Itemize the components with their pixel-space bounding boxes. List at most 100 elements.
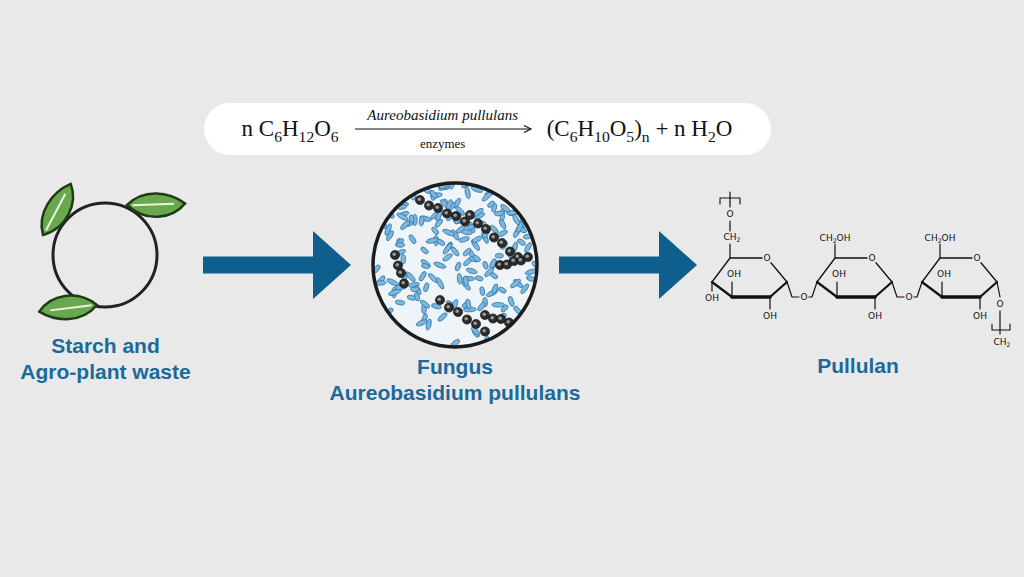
chlamydospore	[481, 224, 490, 233]
atom-label: O	[762, 254, 771, 263]
atom-label: O	[904, 293, 913, 302]
yeast-cell	[419, 216, 425, 226]
yeast-cell	[492, 302, 505, 307]
spore-core	[511, 258, 515, 262]
chlamydospore	[462, 315, 471, 324]
bond	[980, 282, 997, 297]
spore-core	[490, 316, 494, 320]
yeast-cell	[418, 271, 427, 283]
atom-label: OH	[936, 270, 952, 279]
atom-label: CH2OH	[819, 234, 852, 243]
yeast-cell	[465, 299, 471, 310]
spore-core	[437, 297, 441, 301]
spore-core	[504, 262, 508, 266]
spore-core	[392, 252, 396, 256]
spore-core	[462, 219, 466, 223]
chlamydospore	[451, 211, 460, 220]
chlamydospore	[471, 319, 480, 328]
yeast-cell	[429, 189, 438, 199]
yeast-cell	[475, 275, 484, 282]
bond	[922, 282, 942, 297]
chlamydospore	[424, 201, 433, 210]
spore-core	[507, 249, 511, 253]
yeast-cell	[489, 271, 498, 279]
spore-core	[525, 254, 529, 258]
chlamydospore	[396, 268, 405, 277]
chlamydospore	[480, 327, 489, 336]
chlamydospore	[415, 195, 424, 204]
yeast-cell	[436, 238, 446, 247]
bond	[731, 282, 732, 297]
yeast-cell	[458, 236, 469, 243]
spore-core	[498, 316, 502, 320]
yeast-cell	[464, 186, 471, 199]
bond	[834, 244, 835, 258]
spore-core	[482, 312, 486, 316]
bond	[729, 221, 730, 231]
recycle-icon	[28, 181, 186, 331]
yeast-cell	[454, 261, 462, 271]
atom-label: OH	[704, 294, 720, 303]
yeast-cell	[517, 238, 527, 246]
bond	[836, 282, 837, 297]
atom-label: O	[725, 210, 734, 219]
bond	[992, 324, 1010, 330]
yeast-cell	[394, 237, 404, 247]
yeast-cell	[421, 263, 430, 269]
chlamydospore	[444, 303, 453, 312]
atom-label: OH	[762, 312, 778, 321]
chemical-formula: n C6H12O6	[242, 116, 339, 142]
reaction-arrow	[353, 124, 533, 134]
spore-core	[515, 254, 519, 258]
bond	[817, 282, 837, 297]
chlamydospore	[399, 279, 408, 288]
bond	[729, 244, 730, 258]
spore-core	[444, 211, 448, 215]
atom-label: OH	[726, 270, 742, 279]
leaf	[28, 183, 87, 237]
bond	[874, 297, 875, 309]
yeast-cell	[463, 276, 468, 286]
atom-label: OH	[972, 312, 988, 321]
chlamydospore	[433, 203, 442, 212]
spore-core	[417, 197, 421, 201]
spore-core	[467, 212, 471, 216]
yeast-cell	[457, 273, 463, 284]
bond	[720, 198, 740, 204]
yeast-cell	[507, 296, 514, 307]
bond	[939, 244, 940, 258]
spore-core	[482, 329, 486, 333]
bond	[817, 258, 892, 282]
bond	[837, 295, 875, 299]
spore-core	[499, 240, 503, 244]
yeast-cell	[420, 246, 430, 255]
spore-core	[435, 205, 439, 209]
yeast-cell	[433, 261, 446, 270]
spore-core	[491, 235, 495, 239]
bond	[711, 282, 712, 291]
yeast-cell	[466, 267, 478, 275]
pullulan-structure	[712, 192, 1010, 334]
yeast-cell	[399, 219, 411, 231]
spore-core	[426, 203, 430, 207]
chlamydospore	[505, 247, 514, 256]
yeast-cell	[396, 212, 409, 222]
bond	[770, 282, 787, 297]
yeast-cell	[435, 277, 445, 290]
node-label: Pullulan	[817, 353, 899, 379]
spore-core	[455, 309, 459, 313]
reaction-arrow-group: Aureobasidium pullulansenzymes	[353, 106, 533, 152]
microscope-rim	[373, 183, 537, 347]
spore-core	[464, 317, 468, 321]
bond	[732, 295, 770, 299]
chlamydospore	[442, 209, 451, 218]
chlamydospore	[497, 238, 506, 247]
spore-core	[483, 226, 487, 230]
bond	[922, 258, 997, 282]
chlamydospore	[390, 250, 399, 259]
yeast-cell	[434, 218, 444, 228]
bond	[875, 282, 892, 297]
spore-core	[398, 270, 402, 274]
